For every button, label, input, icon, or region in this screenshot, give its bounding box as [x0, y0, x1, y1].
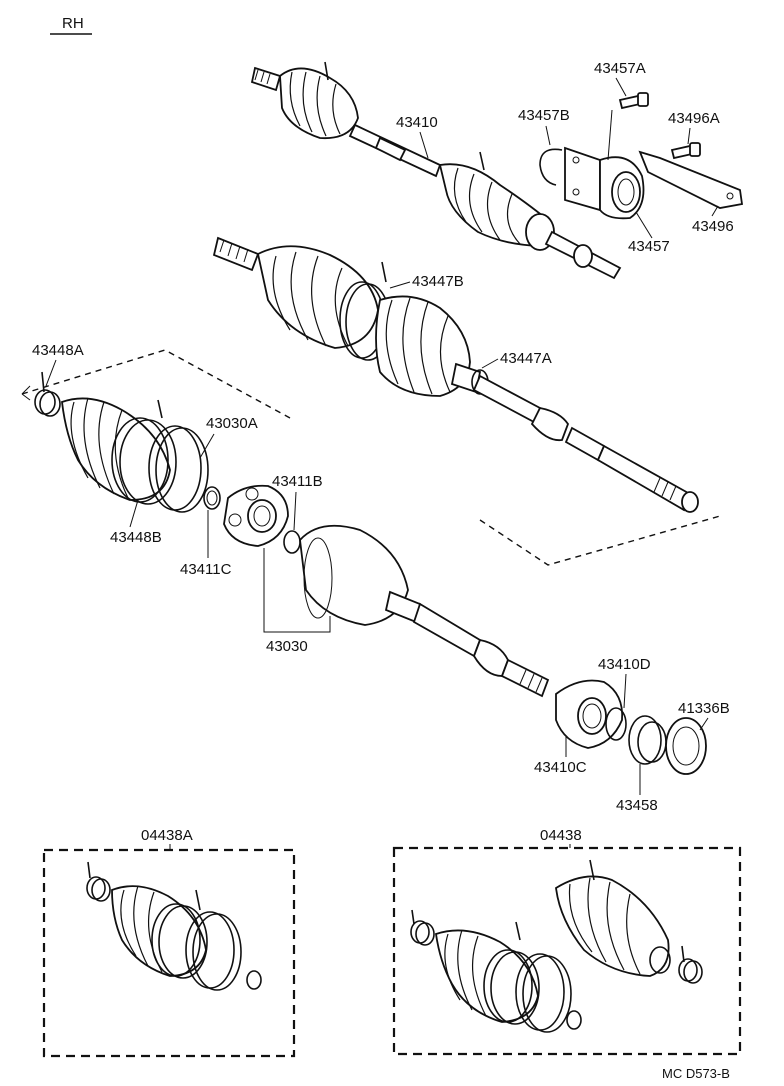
drive-shaft-assembly-top [250, 61, 622, 280]
exploded-parts [34, 371, 707, 775]
side-label: RH [62, 15, 84, 32]
label-43457A: 43457A [594, 60, 646, 77]
kit-box-04438: 04438 [392, 827, 742, 1056]
label-43411B: 43411B [272, 473, 323, 490]
label-43410C: 43410C [534, 759, 587, 776]
label-43458: 43458 [616, 797, 658, 814]
drawing-code: MC D573-B [662, 1066, 730, 1081]
kit-box-04438A: 04438A [42, 827, 296, 1058]
label-43496: 43496 [692, 218, 734, 235]
label-43447B: 43447B [412, 273, 464, 290]
label-43030: 43030 [266, 638, 308, 655]
label-04438A: 04438A [141, 827, 193, 844]
label-43447A: 43447A [500, 350, 552, 367]
label-43410D: 43410D [598, 656, 651, 673]
label-04438: 04438 [540, 827, 582, 844]
label-43448A: 43448A [32, 342, 84, 359]
exploded-view-outline [21, 349, 291, 419]
label-43411C: 43411C [180, 561, 232, 578]
label-43496A: 43496A [668, 110, 720, 127]
label-41336B: 41336B [678, 700, 730, 717]
bearing-bracket [539, 92, 744, 220]
drive-shaft-long [212, 236, 699, 513]
label-43457: 43457 [628, 238, 670, 255]
label-43410: 43410 [396, 114, 438, 131]
label-43448B: 43448B [110, 529, 162, 546]
label-43030A: 43030A [206, 415, 258, 432]
label-43457B: 43457B [518, 107, 570, 124]
